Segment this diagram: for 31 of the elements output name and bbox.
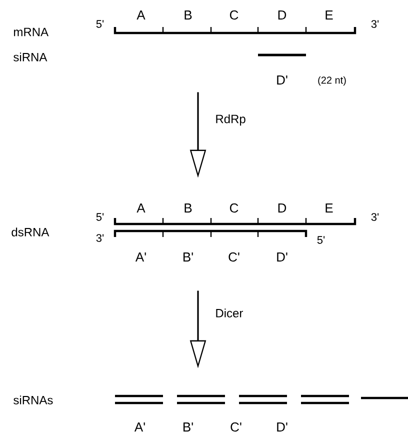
dsrna-duplex bbox=[114, 218, 356, 237]
end-label: 3' bbox=[371, 213, 379, 221]
strand-label: dsRNA bbox=[12, 228, 50, 236]
segment-label: D bbox=[278, 10, 286, 20]
sirna-duplex bbox=[301, 394, 349, 404]
strand-label: siRNA bbox=[14, 52, 48, 62]
segment-label: D' bbox=[277, 422, 288, 432]
end-label: 3' bbox=[96, 234, 104, 242]
segment-label: B' bbox=[184, 422, 193, 432]
end-label: 5' bbox=[96, 213, 104, 221]
end-label: 5' bbox=[317, 236, 325, 244]
segment-label: A' bbox=[135, 252, 146, 262]
segment-label: D' bbox=[277, 252, 288, 262]
end-label: 5' bbox=[96, 20, 104, 28]
length-note: (22 nt) bbox=[318, 76, 346, 86]
edge-label: RdRp bbox=[216, 114, 246, 126]
strand-label: mRNA bbox=[14, 28, 48, 36]
sirna-strand bbox=[258, 54, 306, 56]
strand-label: D' bbox=[277, 76, 288, 84]
sirna-duplex bbox=[115, 394, 163, 404]
segment-label: C' bbox=[230, 422, 242, 432]
rna-strand bbox=[361, 396, 408, 400]
mrna-strand bbox=[114, 27, 356, 34]
strand-label: siRNAs bbox=[14, 396, 53, 404]
sirna-duplex bbox=[239, 394, 287, 404]
segment-label: A' bbox=[134, 422, 145, 432]
segment-label: C' bbox=[228, 252, 240, 262]
segment-label: B' bbox=[184, 252, 193, 262]
edge-label: Dicer bbox=[216, 308, 243, 318]
sirna-duplex bbox=[177, 394, 225, 404]
end-label: 3' bbox=[371, 20, 379, 28]
